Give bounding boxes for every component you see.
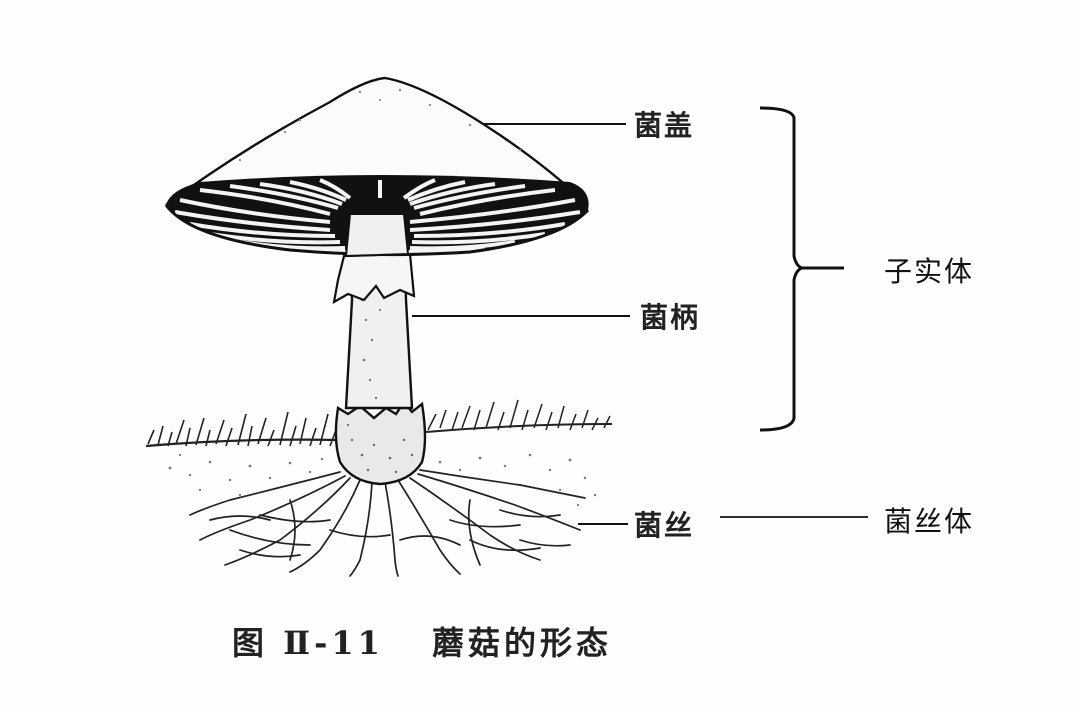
grass-left bbox=[145, 411, 339, 448]
annulus bbox=[332, 252, 416, 305]
grass-right bbox=[425, 399, 613, 433]
soil-stipple bbox=[168, 453, 597, 507]
figure-title: 蘑菇的形态 bbox=[431, 624, 612, 662]
figure-number: 图 Ⅱ-11 bbox=[232, 624, 384, 662]
hyphae-label: 菌丝 bbox=[634, 509, 695, 542]
fruiting-body-label: 子实体 bbox=[884, 255, 975, 288]
stipe-label: 菌柄 bbox=[640, 301, 701, 334]
figure-caption: 图 Ⅱ-11 蘑菇的形态 bbox=[232, 618, 612, 664]
brace-icon bbox=[759, 106, 844, 432]
mycelium-roots bbox=[189, 469, 586, 577]
leader-lines bbox=[412, 123, 868, 525]
cap-label: 菌盖 bbox=[634, 109, 695, 142]
volva bbox=[334, 399, 427, 486]
mycelium-label: 菌丝体 bbox=[884, 505, 975, 538]
